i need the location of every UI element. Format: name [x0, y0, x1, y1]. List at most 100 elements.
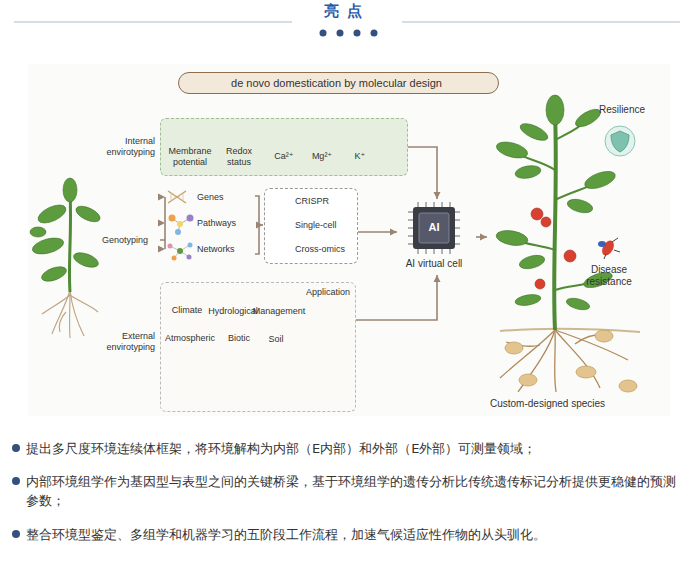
illustration-part [566, 197, 594, 215]
diagram-node: External envirotypingClimateHydrological… [160, 282, 356, 412]
diagram-node: AI AI virtual cell [398, 200, 476, 274]
arrowhead [158, 194, 165, 201]
illustration-part [495, 139, 530, 161]
node-text: Application [305, 287, 351, 298]
connector [158, 194, 165, 253]
illustration-part [535, 279, 545, 289]
bullet-dots [12, 444, 20, 538]
illustration-part [175, 229, 181, 235]
illustration-part [63, 178, 77, 202]
diagram-node: GenesPathwaysNetworks [166, 186, 255, 264]
illustration-part [611, 131, 629, 152]
illustration-part [576, 366, 596, 378]
node-text: Genes [197, 192, 249, 203]
illustration-part [495, 228, 529, 247]
node-text: Pathways [197, 218, 249, 229]
node-text: Ca²⁺ [269, 151, 299, 162]
illustration-part [59, 312, 66, 332]
illustration-part [30, 178, 102, 284]
illustration-part [418, 202, 450, 207]
illustration-part [69, 192, 70, 292]
illustration-part [514, 164, 542, 180]
illustration-part [554, 112, 556, 330]
node-text: Atmospheric [163, 333, 217, 344]
illustration-part [408, 212, 413, 244]
illustration-part [519, 374, 537, 386]
illustration-part [518, 120, 550, 144]
arrowhead [158, 246, 165, 253]
illustration-part [40, 264, 69, 284]
connector [356, 275, 441, 320]
illustration-part [70, 295, 98, 312]
illustration-part [514, 293, 541, 307]
seedling [30, 178, 102, 338]
node-text: AI virtual cell [398, 258, 470, 270]
highlight-text: 内部环境组学作为基因型与表型之间的关键桥梁，基于环境组学的遗传分析比传统遗传标记… [26, 472, 686, 510]
node-text: Management [251, 306, 307, 317]
illustration-part [72, 250, 101, 270]
illustration-part [177, 248, 183, 254]
illustration-part [500, 330, 555, 378]
diagram-node: CRISPRSingle-cellCross-omics [264, 188, 358, 264]
illustration-part [541, 217, 551, 227]
node-text: Soil [261, 334, 291, 345]
node-text: Custom-designed species [490, 398, 640, 410]
illustration-part [42, 295, 70, 314]
illustration-part [419, 213, 449, 243]
illustration-part [531, 208, 576, 289]
illustration-part [500, 329, 640, 332]
illustration-part [598, 241, 606, 247]
illustration-part [169, 215, 176, 222]
illustration-part [604, 238, 620, 259]
node-text: Resilience [586, 104, 658, 116]
illustration-part [354, 30, 361, 37]
illustration-part [74, 203, 103, 225]
illustration-part [583, 168, 618, 192]
illustration-part [512, 118, 600, 290]
gene-icons [168, 191, 194, 261]
illustration-part [408, 202, 460, 254]
highlight-text: 提出多尺度环境连续体框架，将环境解构为内部（E内部）和外部（E外部）可测量领域； [26, 439, 686, 458]
pest-icon [598, 238, 620, 259]
illustration-part [171, 193, 183, 201]
illustration-part [12, 444, 20, 452]
node-text: Disease resistance [572, 264, 646, 288]
arrowhead [390, 229, 397, 236]
node-text: External envirotyping [85, 331, 155, 353]
node-text: de novo domestication by molecular desig… [179, 77, 494, 90]
node-text: CRISPR [295, 196, 353, 207]
diagram-node: ResilienceDisease resistanceCustom-desig… [488, 96, 668, 416]
node-text: Internal envirotyping [85, 136, 155, 158]
diagram-node: Genotyping [28, 182, 160, 340]
illustration-part [619, 380, 637, 392]
figure-ground [28, 64, 670, 416]
illustration-part [337, 30, 344, 37]
illustration-part [320, 30, 327, 37]
illustration-part [564, 250, 576, 262]
illustration-part [69, 292, 71, 338]
illustration-part [188, 243, 193, 248]
connector-part [356, 275, 437, 320]
illustration-part [371, 30, 378, 37]
illustration-part [168, 191, 186, 203]
node-text: Redox status [219, 146, 259, 168]
connector [358, 229, 397, 236]
illustration-part [30, 227, 46, 237]
custom-plant [495, 95, 640, 392]
illustration-part [12, 530, 20, 538]
node-text: AI [419, 221, 449, 234]
illustration-part [35, 201, 68, 226]
node-text: Mg²⁺ [307, 151, 337, 162]
illustration-part [42, 290, 98, 338]
node-text: Networks [197, 244, 249, 255]
highlight-text: 整合环境型鉴定、多组学和机器学习的五阶段工作流程，加速气候适应性作物的从头驯化。 [26, 525, 686, 544]
node-text: Membrane potential [165, 146, 215, 168]
illustration-part [31, 235, 66, 257]
node-text: Genotyping [102, 235, 154, 246]
connector [408, 147, 441, 199]
connector [476, 234, 487, 241]
illustration-part [531, 208, 543, 220]
illustration-part [14, 22, 292, 23]
arrowhead [256, 222, 263, 229]
